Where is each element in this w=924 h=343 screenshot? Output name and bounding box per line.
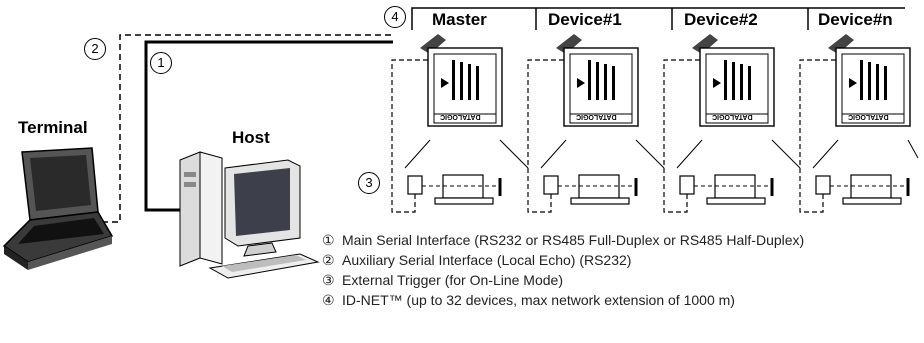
device-master xyxy=(420,34,503,127)
marker-4: 4 xyxy=(384,6,406,28)
reading-station-master xyxy=(391,59,529,213)
marker-2: 2 xyxy=(84,38,106,60)
legend-marker: ① xyxy=(322,232,335,248)
legend-item: ④ ID-NET™ (up to 32 devices, max network… xyxy=(322,292,920,309)
reading-station-n xyxy=(799,59,919,213)
device-brand-2: DATALOGIC xyxy=(712,113,753,120)
marker-3: 3 xyxy=(358,172,380,194)
device-unit-master xyxy=(420,34,503,127)
auxiliary-serial-line xyxy=(92,34,393,223)
reading-station-1 xyxy=(527,59,665,213)
legend-marker: ② xyxy=(322,252,335,268)
device-1 xyxy=(556,34,639,127)
device-1-label: Device#1 xyxy=(548,10,622,29)
host-label: Host xyxy=(232,128,270,147)
device-n xyxy=(828,34,911,127)
legend-text: Auxiliary Serial Interface (Local Echo) … xyxy=(342,252,632,268)
legend-item: ① Main Serial Interface (RS232 or RS485 … xyxy=(322,232,920,249)
device-brand-n: DATALOGIC xyxy=(848,113,889,120)
legend-marker: ④ xyxy=(322,292,335,308)
legend-text: External Trigger (for On-Line Mode) xyxy=(342,272,563,288)
device-2 xyxy=(692,34,775,127)
reading-station-2 xyxy=(663,59,801,213)
device-brand-master: DATALOGIC xyxy=(440,113,481,120)
legend-item: ③ External Trigger (for On-Line Mode) xyxy=(322,272,920,289)
legend-text: ID-NET™ (up to 32 devices, max network e… xyxy=(342,292,735,308)
marker-1: 1 xyxy=(150,52,172,74)
host-computer-icon xyxy=(179,151,320,279)
legend-marker: ③ xyxy=(322,272,335,288)
master-label: Master xyxy=(432,10,487,29)
legend: ① Main Serial Interface (RS232 or RS485 … xyxy=(322,232,920,312)
device-2-label: Device#2 xyxy=(684,10,758,29)
main-serial-line xyxy=(144,40,393,212)
id-net-bus-line xyxy=(411,7,905,30)
device-brand-1: DATALOGIC xyxy=(576,113,617,120)
device-n-label: Device#n xyxy=(818,10,893,29)
legend-item: ② Auxiliary Serial Interface (Local Echo… xyxy=(322,252,920,269)
terminal-label: Terminal xyxy=(18,118,88,137)
legend-text: Main Serial Interface (RS232 or RS485 Fu… xyxy=(342,232,805,248)
terminal-laptop-icon xyxy=(2,147,114,270)
